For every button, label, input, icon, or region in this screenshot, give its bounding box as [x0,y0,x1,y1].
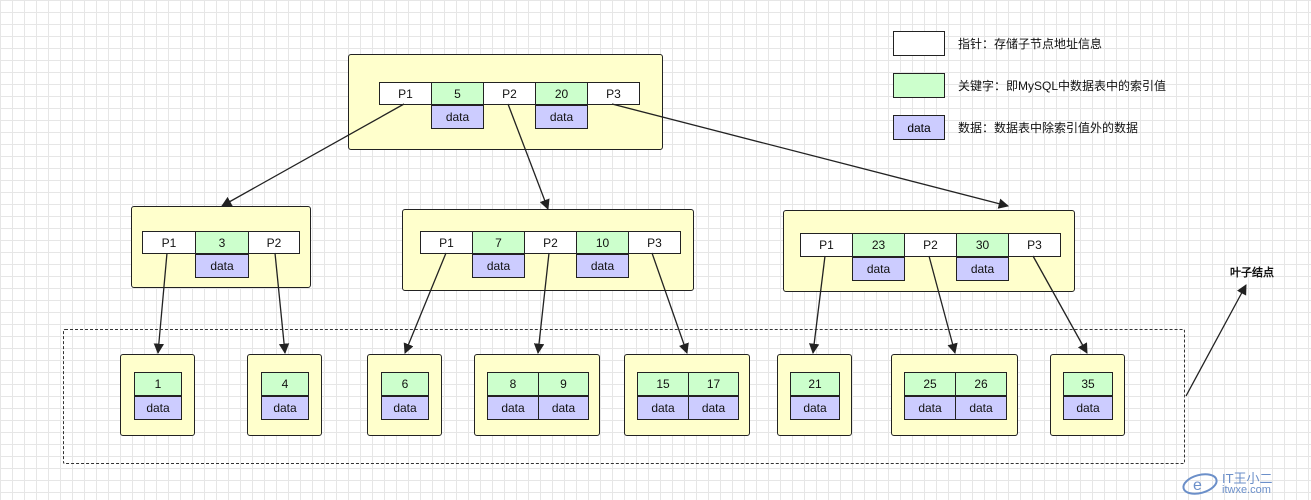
internal-2-pointer-p3: P3 [628,231,681,254]
leaf-node-5: 15 17 data data [624,354,750,436]
legend-key-swatch [893,73,945,98]
leaf-1-data: data [134,396,182,420]
leaf-2-key: 4 [261,372,309,396]
leaf-node-8: 35 data [1050,354,1125,436]
legend-pointer-text: 指针：存储子节点地址信息 [958,37,1103,51]
root-pointer-p1: P1 [379,82,432,105]
leaf-6-data: data [790,396,840,420]
leaf-4-key-2: 9 [538,372,589,396]
internal-2-pointer-p1: P1 [420,231,473,254]
legend-pointer-swatch [893,31,945,56]
internal-2-data-1: data [472,254,525,278]
root-pointer-p2: P2 [483,82,536,105]
internal-1-pointer-p2: P2 [248,231,300,254]
leaf-7-data-2: data [955,396,1007,420]
root-data-2: data [535,105,588,129]
internal-3-pointer-p1: P1 [800,233,853,257]
internal-2-data-2: data [576,254,629,278]
root-pointer-p3: P3 [587,82,640,105]
leaf-node-6: 21 data [777,354,852,436]
internal-node-1: P1 3 P2 data [131,206,311,288]
internal-1-key-3: 3 [195,231,249,254]
leaf-7-key-1: 25 [904,372,956,396]
leaf-node-3: 6 data [367,354,442,436]
leaf-4-data-1: data [487,396,539,420]
leaf-5-key-1: 15 [637,372,689,396]
watermark-en: itwxe.com [1222,484,1271,496]
leaf-5-key-2: 17 [688,372,739,396]
leaf-7-data-1: data [904,396,956,420]
internal-1-pointer-p1: P1 [142,231,196,254]
internal-3-key-23: 23 [852,233,905,257]
internal-3-pointer-p3: P3 [1008,233,1061,257]
internal-1-data: data [195,254,249,278]
internal-3-key-30: 30 [956,233,1009,257]
leaf-3-data: data [381,396,429,420]
legend-data-swatch: data [893,115,945,140]
watermark: e IT王小二 itwxe.com [1180,468,1304,498]
leaf-4-key-1: 8 [487,372,539,396]
svg-text:e: e [1193,477,1202,494]
legend-key-text: 关键字：即MySQL中数据表中的索引值 [958,79,1167,93]
leaf-4-data-2: data [538,396,589,420]
leaf-node-4: 8 9 data data [474,354,600,436]
leaf-8-data: data [1063,396,1113,420]
leaf-8-key: 35 [1063,372,1113,396]
leaf-6-key: 21 [790,372,840,396]
watermark-cn: IT王小二 [1222,471,1273,486]
edge-leaf-label [1185,284,1247,397]
internal-3-pointer-p2: P2 [904,233,957,257]
root-key-5: 5 [431,82,484,105]
edge-root-p3 [611,103,1010,209]
leaf-node-2: 4 data [247,354,322,436]
leaf-5-data-2: data [688,396,739,420]
leaf-3-key: 6 [381,372,429,396]
internal-2-pointer-p2: P2 [524,231,577,254]
internal-2-key-10: 10 [576,231,629,254]
internal-3-data-2: data [956,257,1009,281]
internal-3-data-1: data [852,257,905,281]
leaf-node-region [63,329,1185,464]
leaf-node-7: 25 26 data data [891,354,1018,436]
internal-node-2: P1 7 P2 10 P3 data data [402,209,694,291]
e-logo-icon: e [1182,473,1218,495]
root-node: P1 5 P2 20 P3 data data [348,54,663,150]
leaf-1-key: 1 [134,372,182,396]
leaf-5-data-1: data [637,396,689,420]
leaf-7-key-2: 26 [955,372,1007,396]
root-data-1: data [431,105,484,129]
root-key-20: 20 [535,82,588,105]
internal-2-key-7: 7 [472,231,525,254]
legend-data-text: 数据：数据表中除索引值外的数据 [958,121,1139,135]
leaf-node-1: 1 data [120,354,195,436]
leaf-node-label: 叶子结点 [1230,267,1274,279]
leaf-2-data: data [261,396,309,420]
internal-node-3: P1 23 P2 30 P3 data data [783,210,1075,292]
